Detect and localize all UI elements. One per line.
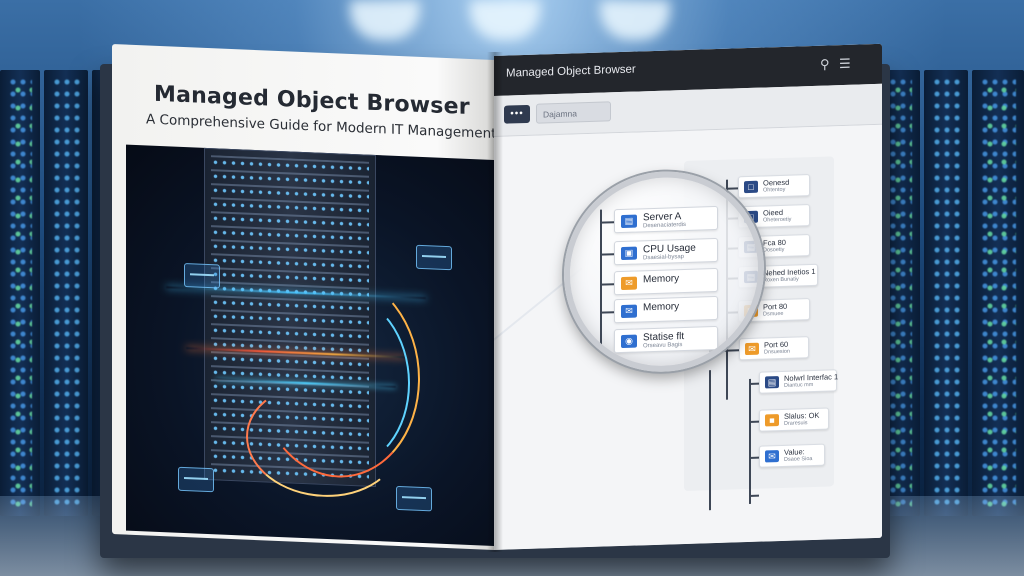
hologram-panel [396,485,432,512]
tree-connector [600,283,614,286]
ceiling-light [600,0,670,40]
mail-icon: ✉ [765,450,779,463]
app-title: Managed Object Browser [506,63,636,80]
node-label: CPU Usage [643,242,696,256]
node-sublabel: Desenaciaterdis [643,221,687,230]
node-sublabel: Orseavu Bagis [643,342,683,350]
tree-connector [749,420,759,423]
tree-connector [600,311,614,314]
search-icon[interactable]: ⚲ [820,56,830,72]
tree-node[interactable]: □ Oenesd Ohtentoy [738,174,810,199]
server-rack [924,70,968,516]
node-sublabel: Ohtentoy [763,186,786,194]
node-sublabel: Dnsuesion [764,348,790,356]
book-spine [487,52,503,552]
tree-node[interactable]: ■ Slalus: OK Draresuis [759,407,829,432]
mail-icon: ✉ [621,304,637,319]
hologram-panel [178,466,214,493]
hologram-panel [416,244,452,271]
tree-connector [600,209,602,350]
doc-icon: ▤ [765,376,779,389]
node-sublabel: Oheteroetiy [763,216,792,224]
node-sublabel: Dsmuee [763,310,784,318]
tree-connector [749,382,759,385]
lens-node[interactable]: ▤ Server A Desenaciaterdis [614,205,718,234]
node-label: Port 80 [763,301,788,312]
node-sublabel: Dsaesial-bysap [643,254,685,262]
node-sublabel: Draresuis [784,420,808,427]
tree-connector [600,221,614,224]
node-sublabel: Dsaoe Sioa [784,455,813,463]
hologram-panel [184,263,220,289]
status-icon: ■ [765,414,779,427]
cpu-icon: ▣ [621,246,637,261]
tree-connector [749,456,759,459]
server-icon: ▤ [621,214,637,229]
tree-node[interactable]: ✉ Value: Dsaoe Sioa [759,443,825,468]
node-sublabel: Roxen Bunatiy [763,276,799,284]
tree-connector [726,187,738,190]
object-tree-canvas: □ Oenesd Ohtentoy □ Oieed Oheteroetiy ▤ … [494,124,882,550]
server-rack [0,70,40,516]
tree-connector [709,370,711,511]
tree-node[interactable]: ▤ Nolwrl Interfac 1 Diantuc mm [759,369,838,394]
tree-connector [600,253,614,256]
menu-icon[interactable]: ☰ [839,55,851,72]
node-sublabel: Dosoetiy [763,246,785,254]
server-rack [44,70,88,516]
server-rack-photo [126,144,494,546]
tree-connector [749,378,751,504]
lens-node[interactable]: ✉ Memory [614,295,718,324]
gauge-icon: ◉ [621,334,637,349]
more-button[interactable]: ••• [504,104,530,124]
node-label: Memory [643,301,680,314]
book-left-page: Managed Object Browser A Comprehensive G… [112,43,494,551]
book-right-page: Managed Object Browser ⚲ ☰ ••• Dajamna □… [494,43,882,550]
lens-node[interactable]: ✉ Memory [614,267,718,296]
ceiling-light [350,0,420,40]
ceiling-light [470,0,540,40]
server-rack [972,70,1024,516]
node-sublabel: Diantuc mm [784,381,814,389]
search-input[interactable]: Dajamna [536,101,611,124]
lock-icon: □ [744,180,758,194]
mail-icon: ✉ [621,276,637,291]
tree-node[interactable]: ✉ Port 60 Dnsuesion [739,336,809,361]
tree-connector [749,494,759,497]
node-label: Oenesd [763,177,790,188]
node-label: Memory [643,273,680,286]
lens-node[interactable]: ◉ Statise flt Orseavu Bagis [614,325,718,354]
lens-node[interactable]: ▣ CPU Usage Dsaesial-bysap [614,237,718,266]
mail-icon: ✉ [745,342,759,356]
